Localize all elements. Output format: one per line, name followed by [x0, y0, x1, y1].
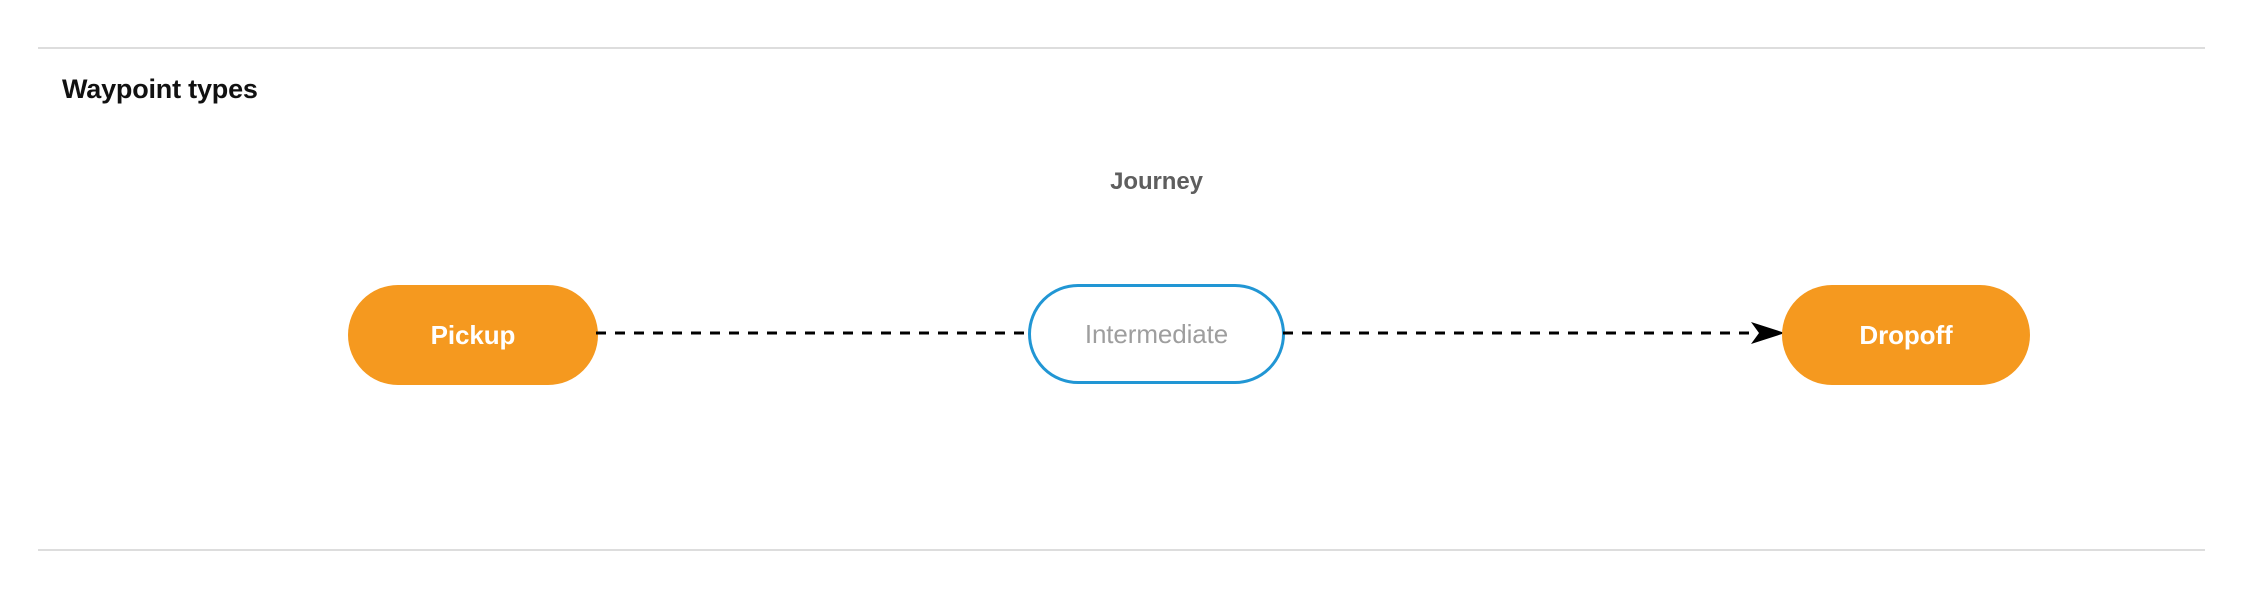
node-dropoff-label: Dropoff — [1859, 319, 1953, 350]
page-title: Waypoint types — [62, 74, 258, 104]
edge-intermediate-to-dropoff — [1283, 318, 1785, 348]
edge-pickup-to-intermediate — [596, 318, 1032, 348]
node-pickup-label: Pickup — [430, 319, 516, 350]
section-divider-top — [38, 47, 2205, 49]
node-dropoff[interactable]: Dropoff — [1782, 285, 2030, 385]
arrowhead-icon — [1751, 322, 1785, 344]
node-pickup[interactable]: Pickup — [348, 285, 598, 385]
node-intermediate-label: Intermediate — [1084, 318, 1229, 349]
journey-group-label: Journey — [1110, 168, 1203, 195]
section-divider-bottom — [38, 549, 2205, 551]
node-intermediate[interactable]: Intermediate — [1028, 284, 1285, 384]
